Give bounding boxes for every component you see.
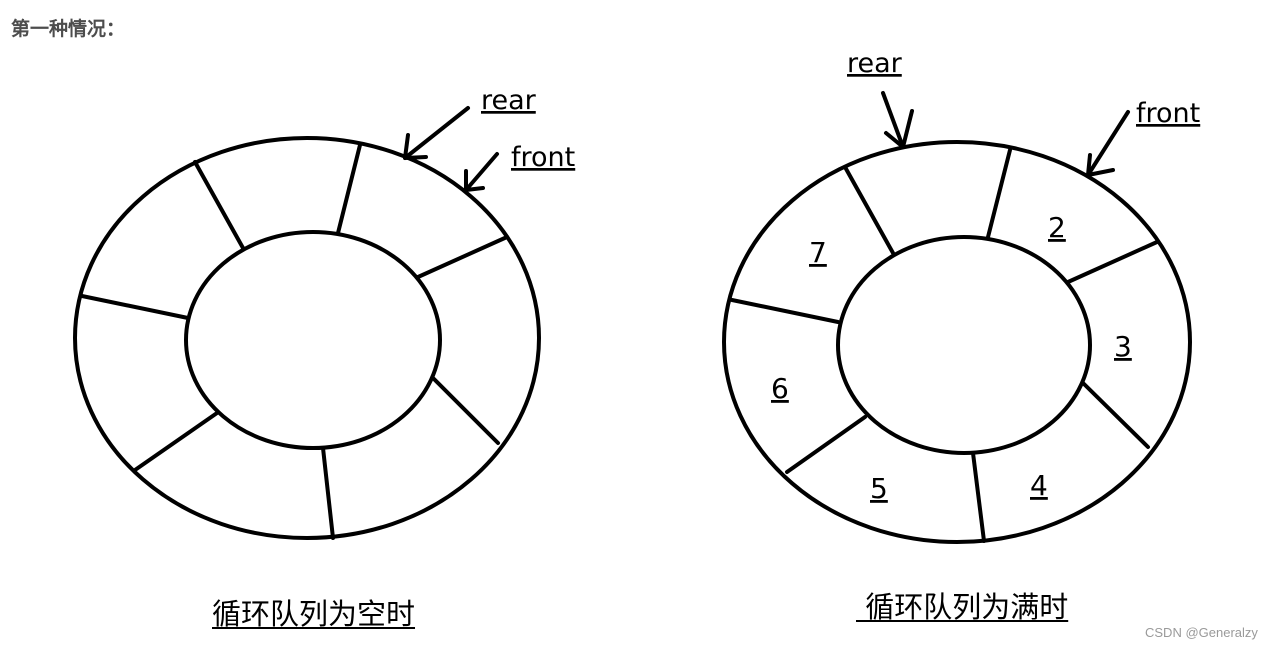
slot-divider [785,415,867,474]
full-queue-diagram: 2 3 4 5 6 7 rear front [722,48,1200,544]
watermark: CSDN @Generalzy [1145,625,1258,640]
slot-divider [133,411,219,472]
inner-ring [184,230,442,450]
slot-value: 3 [1114,330,1132,363]
front-pointer-arrow-icon [464,152,499,192]
front-pointer-label: front [511,142,575,173]
outer-ring [722,140,1192,544]
full-queue-caption: 循环队列为满时 [856,590,1069,624]
slot-divider [986,148,1012,239]
slot-divider [1066,240,1159,284]
slot-value: 4 [1030,469,1048,502]
outer-ring [73,136,541,540]
slot-divider [971,451,986,543]
slot-value: 5 [870,472,888,505]
front-pointer-label: front [1136,98,1200,129]
slot-divider [321,446,335,540]
rear-pointer-label: rear [847,48,903,79]
rear-pointer-arrow-icon [881,91,914,149]
slot-value: 7 [809,236,827,269]
inner-ring [836,235,1092,455]
slot-value: 2 [1048,211,1066,244]
slot-divider [416,235,509,279]
slot-divider [431,376,500,445]
empty-queue-diagram: rear front [73,85,575,540]
rear-pointer-label: rear [481,85,537,116]
slot-divider [730,298,840,324]
rear-pointer-arrow-icon [403,106,470,160]
slot-divider [843,165,895,255]
front-pointer-arrow-icon [1086,110,1130,177]
slot-divider [80,294,190,320]
slot-divider [193,160,245,250]
slot-divider [1081,381,1150,449]
empty-queue-caption: 循环队列为空时 [212,597,416,631]
section-heading: 第一种情况： [11,18,126,40]
slot-value: 6 [771,372,789,405]
slot-divider [336,143,362,235]
